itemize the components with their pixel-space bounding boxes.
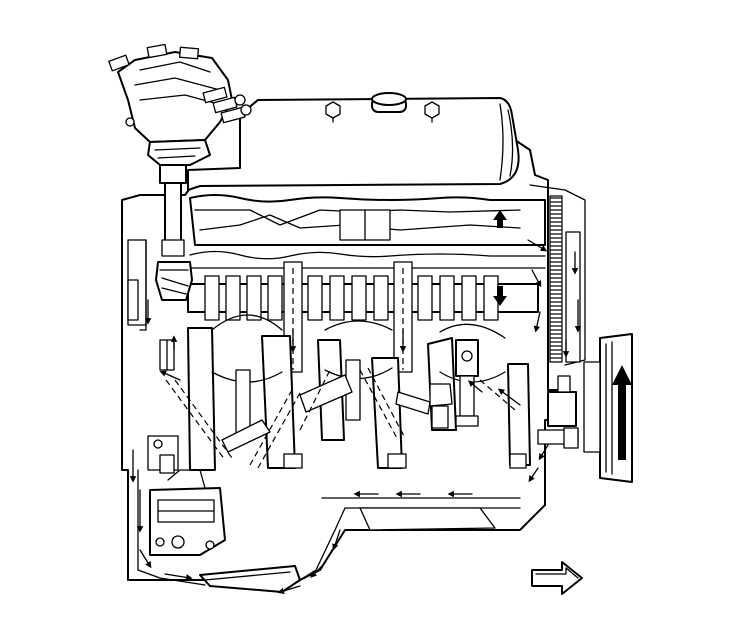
flow-arrow-up-large	[612, 365, 632, 460]
flow-arrow-down	[493, 286, 507, 306]
harmonic-balancer-pulley	[583, 333, 633, 483]
flow-arrow-up	[493, 210, 507, 228]
valve-cover-bolt	[325, 101, 341, 123]
camshaft	[187, 275, 539, 321]
valve-cover	[187, 97, 520, 191]
oil-pickup-tube	[199, 565, 301, 593]
oil-flow-arrows	[129, 239, 582, 594]
oil-filler-cap	[371, 92, 407, 113]
valve-cover-bolt	[424, 101, 440, 123]
timing-chain	[549, 195, 563, 363]
oil-passage-lifter-galleries	[283, 261, 413, 373]
hollow-right-arrow-icon	[531, 561, 583, 595]
distributor	[108, 43, 252, 301]
oil-pump	[149, 469, 226, 556]
crankshaft	[187, 314, 531, 471]
connecting-rod-assembly	[429, 339, 479, 429]
crankshaft-oil-drillings	[165, 367, 516, 469]
